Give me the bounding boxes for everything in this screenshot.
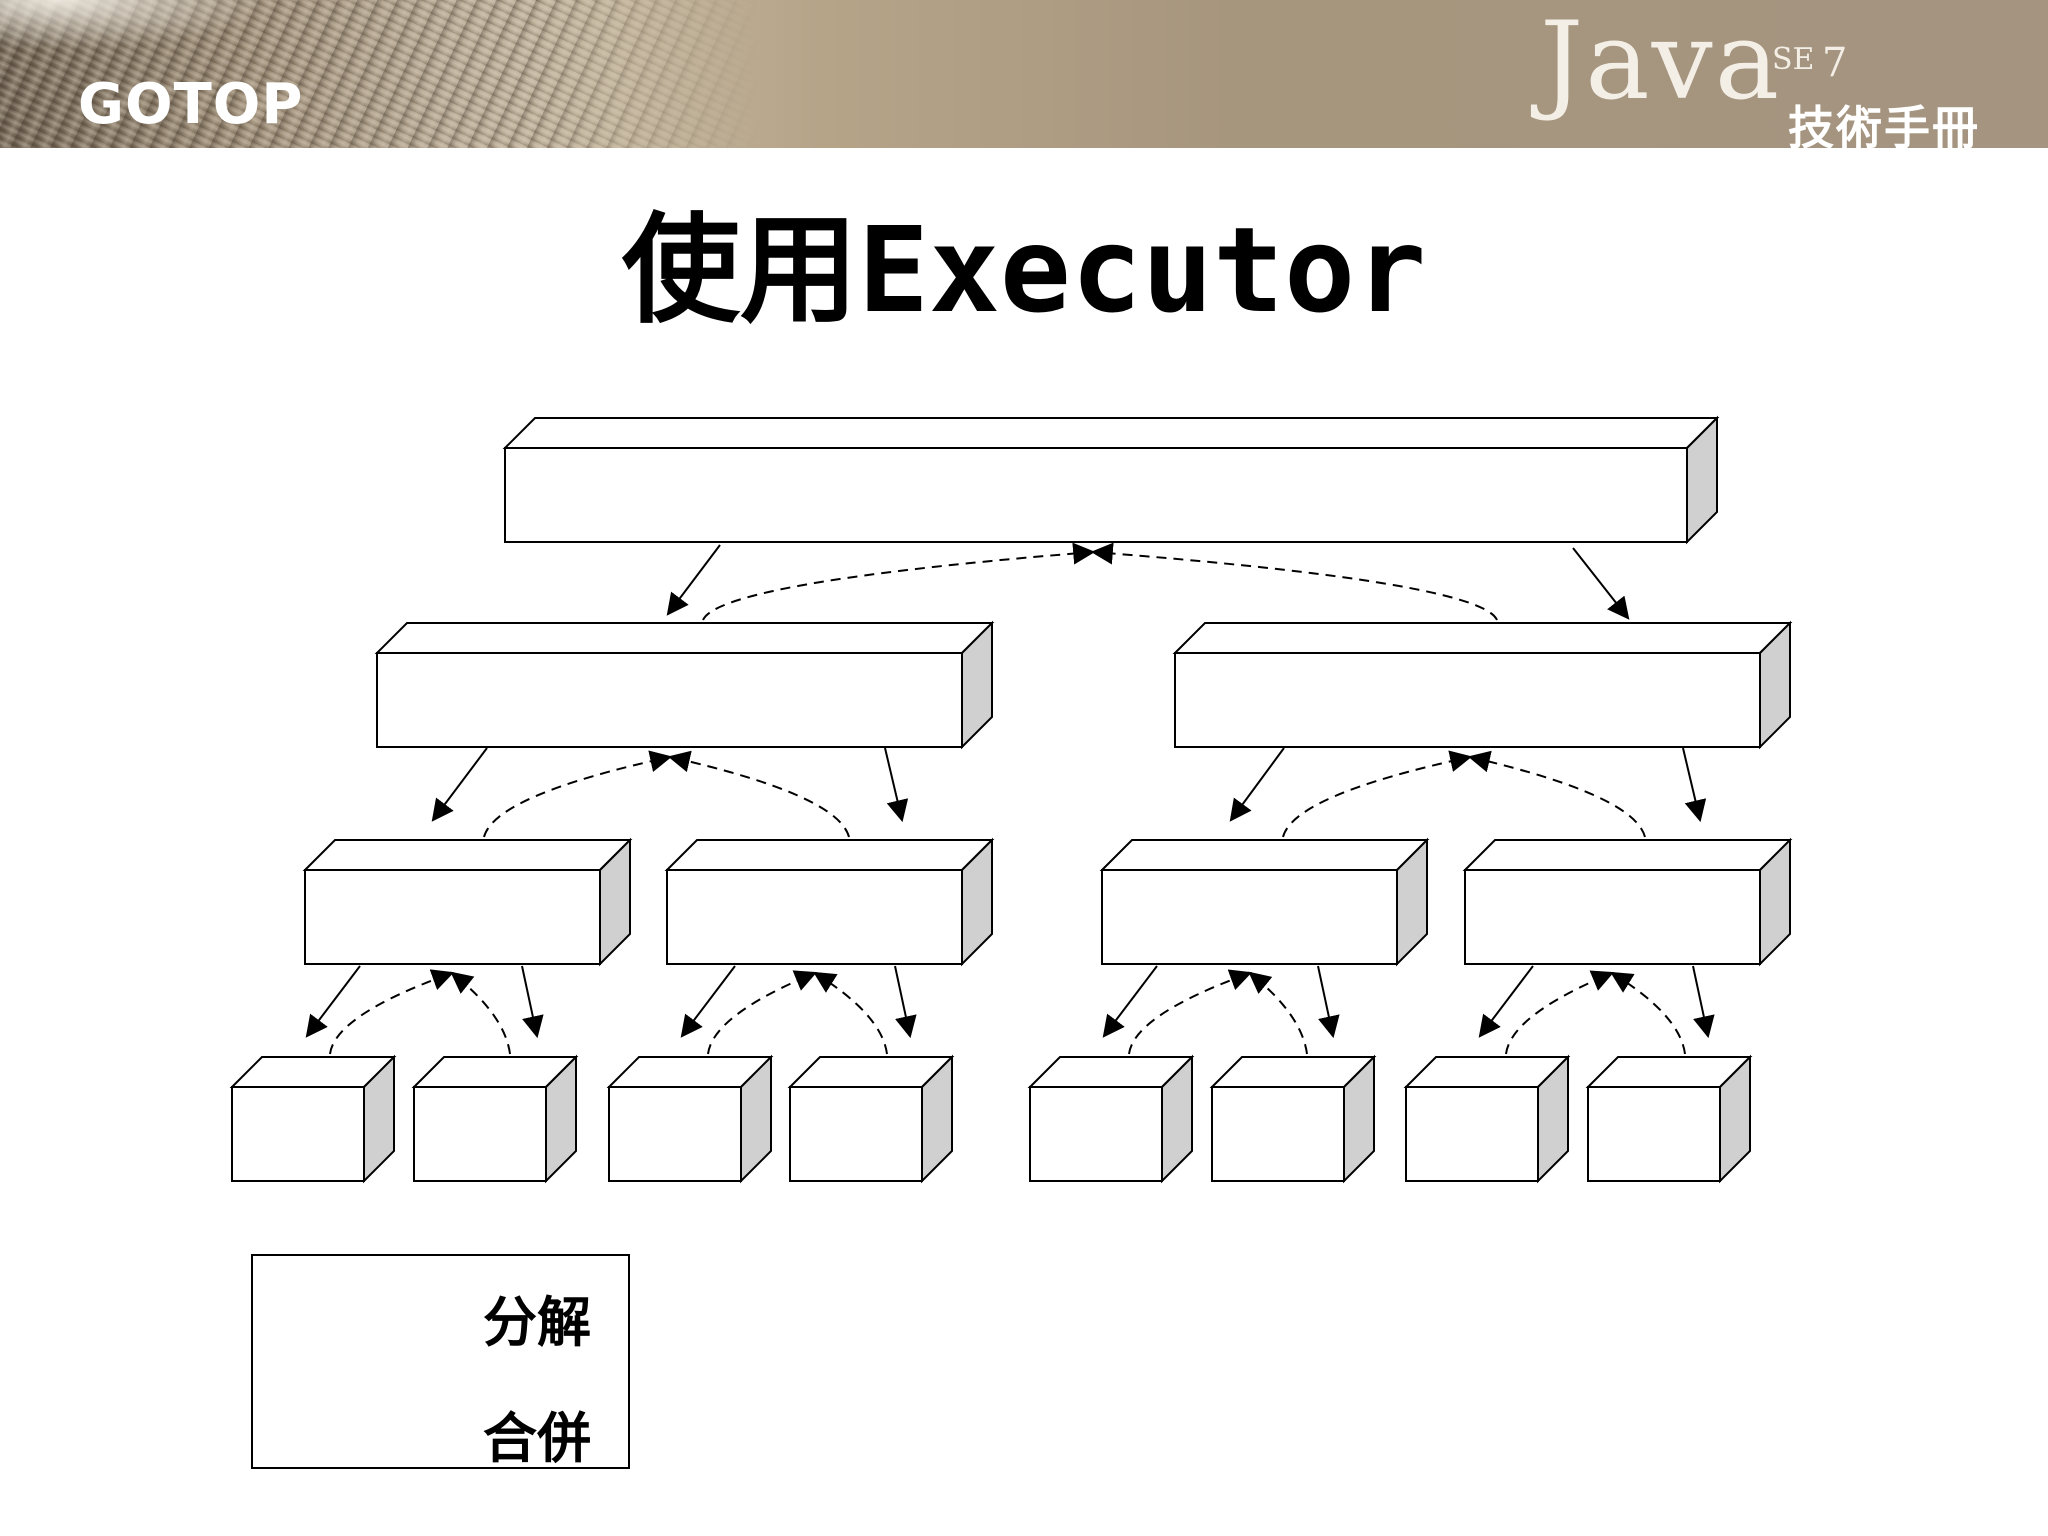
slide-title: 使用Executor: [0, 205, 2048, 337]
task-box: [1099, 837, 1430, 967]
task-arrows: [305, 542, 1715, 1055]
split-arrow: [1317, 965, 1340, 1039]
merge-arrow: [1128, 969, 1253, 1055]
task-box-front: [504, 447, 1688, 543]
split-arrow: [305, 965, 361, 1038]
task-box: [411, 1054, 579, 1184]
slide-title-cjk: 使用: [621, 201, 858, 339]
split-arrow: [1102, 965, 1158, 1038]
task-box-front: [1587, 1086, 1721, 1182]
sand-background-image: [0, 0, 760, 148]
split-arrow: [894, 965, 917, 1039]
publisher-logo: GOTOP: [78, 72, 304, 137]
split-arrow: [680, 965, 736, 1038]
task-box: [1172, 620, 1793, 750]
task-box-front: [1464, 869, 1761, 965]
merge-arrow: [702, 542, 1096, 621]
book-subtitle: 技術手冊: [1788, 101, 1980, 148]
split-arrow: [521, 965, 544, 1039]
split-arrow: [1692, 965, 1715, 1039]
task-box-front: [789, 1086, 923, 1182]
split-arrow: [884, 747, 909, 823]
task-box-front: [1211, 1086, 1345, 1182]
legend: 分解 合併: [251, 1254, 630, 1470]
merge-arrow: [1090, 542, 1498, 621]
java-logo: Java: [1540, 0, 1782, 124]
task-box: [1209, 1054, 1377, 1184]
merge-arrow: [707, 970, 818, 1055]
task-box-top: [374, 622, 995, 654]
task-box: [1027, 1054, 1195, 1184]
task-box-top: [502, 417, 1720, 449]
task-box-top: [302, 839, 633, 871]
task-boxes: [229, 415, 1793, 1184]
split-arrow: [1682, 747, 1707, 823]
task-box: [1585, 1054, 1753, 1184]
task-box: [606, 1054, 774, 1184]
java-edition-number: 7: [1822, 40, 1848, 86]
merge-arrow: [329, 969, 455, 1055]
merge-arrow: [1505, 970, 1615, 1055]
merge-arrow: [1282, 750, 1473, 838]
task-box-top: [1462, 839, 1793, 871]
task-box: [229, 1054, 397, 1184]
merge-arrow: [483, 750, 673, 838]
task-box-front: [608, 1086, 742, 1182]
task-box-front: [1174, 652, 1761, 748]
merge-arrow: [450, 971, 511, 1055]
slide-title-code: Executor: [857, 201, 1427, 339]
task-box-front: [1101, 869, 1398, 965]
task-box: [374, 620, 995, 750]
split-arrow: [1229, 747, 1285, 822]
split-arrow: [431, 747, 488, 822]
task-box-front: [304, 869, 601, 965]
task-box: [664, 837, 995, 967]
merge-arrow: [1467, 750, 1646, 838]
task-box: [502, 415, 1720, 545]
split-arrow: [1572, 547, 1630, 620]
task-box: [1462, 837, 1793, 967]
split-arrow: [1478, 965, 1534, 1038]
task-box: [1403, 1054, 1571, 1184]
task-box-front: [376, 652, 963, 748]
task-box: [787, 1054, 955, 1184]
legend-label-split: 分解: [483, 1291, 591, 1354]
task-box-front: [231, 1086, 365, 1182]
task-box-front: [1029, 1086, 1163, 1182]
task-box-front: [666, 869, 963, 965]
merge-arrow: [813, 971, 888, 1055]
task-box-front: [1405, 1086, 1539, 1182]
merge-arrow: [667, 750, 850, 838]
task-box-top: [1099, 839, 1430, 871]
task-box-front: [413, 1086, 547, 1182]
java-edition-prefix: SE: [1772, 42, 1815, 77]
task-box-top: [1172, 622, 1793, 654]
merge-arrow: [1610, 971, 1686, 1055]
task-box-top: [664, 839, 995, 871]
legend-label-merge: 合併: [483, 1407, 591, 1470]
header-banner: GOTOP Java SE 7 技術手冊: [0, 0, 2048, 148]
split-arrow: [666, 544, 721, 616]
task-box: [302, 837, 633, 967]
merge-arrow: [1248, 971, 1308, 1055]
